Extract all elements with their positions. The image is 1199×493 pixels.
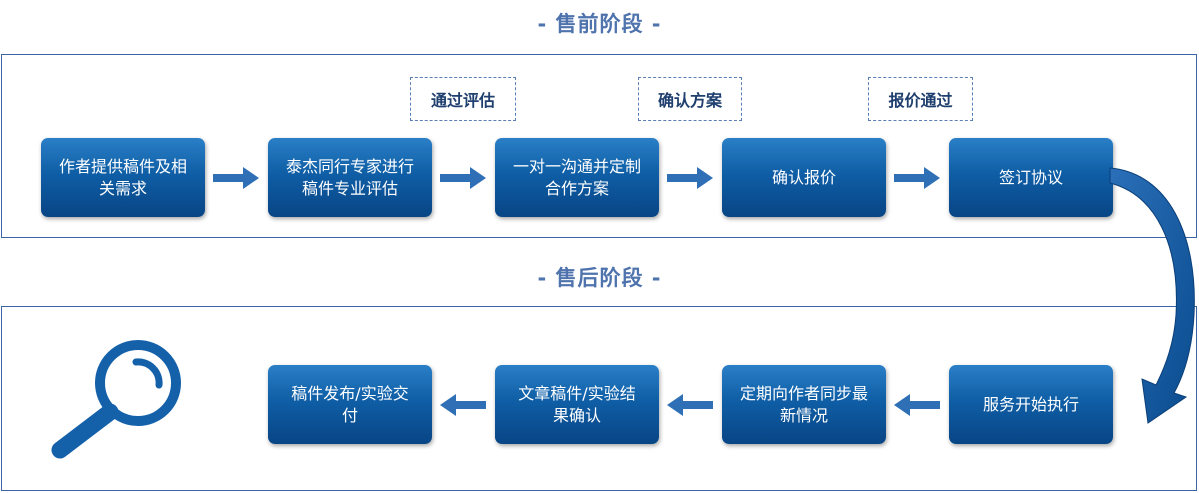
tag-confirm-plan: 确认方案: [638, 77, 742, 121]
step-confirm-quote: 确认报价: [722, 138, 886, 217]
right-arrow-icon: [667, 167, 713, 189]
post-sale-title: - 售后阶段 -: [537, 266, 662, 290]
right-arrow-icon: [894, 167, 940, 189]
left-arrow-icon: [667, 394, 713, 416]
right-arrow-icon: [213, 167, 259, 189]
left-arrow-icon: [894, 394, 940, 416]
step-sign-agreement: 签订协议: [949, 138, 1113, 217]
pre-sale-title: - 售前阶段 -: [537, 12, 662, 36]
right-arrow-icon: [440, 167, 486, 189]
left-arrow-icon: [440, 394, 486, 416]
tag-quote-approved: 报价通过: [868, 77, 973, 121]
step-progress-sync: 定期向作者同步最新情况: [722, 365, 886, 444]
step-author-submission: 作者提供稿件及相关需求: [41, 138, 205, 217]
step-expert-evaluation: 泰杰同行专家进行稿件专业评估: [268, 138, 432, 217]
curved-down-arrow-icon: [1109, 167, 1195, 424]
step-delivery: 稿件发布/实验交付: [268, 365, 432, 444]
tag-passed-evaluation: 通过评估: [410, 77, 516, 121]
step-service-start: 服务开始执行: [949, 365, 1113, 444]
step-custom-plan: 一对一沟通并定制合作方案: [495, 138, 659, 217]
step-result-confirm: 文章稿件/实验结果确认: [495, 365, 659, 444]
magnifier-icon: [51, 340, 181, 459]
